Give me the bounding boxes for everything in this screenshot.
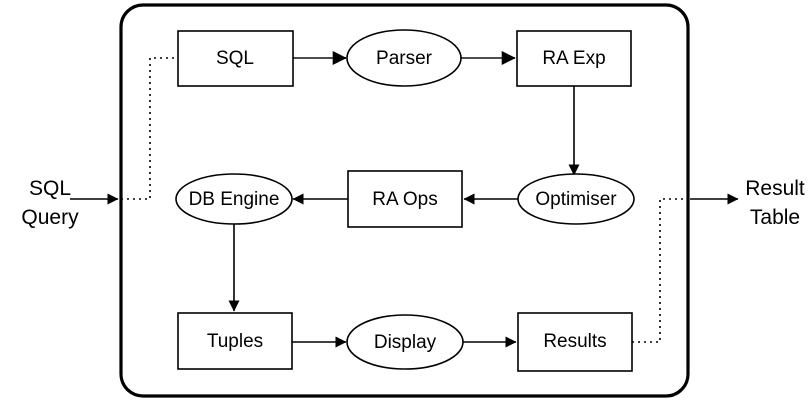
- edge-input-to-sql: [121, 57, 177, 200]
- node-ra-exp-shape: [516, 30, 632, 87]
- node-ra-ops-shape: [347, 170, 463, 228]
- node-parser[interactable]: Parser: [346, 29, 462, 87]
- node-optimiser-label: Optimiser: [535, 189, 617, 210]
- node-ra-ops-label: RA Ops: [372, 189, 437, 210]
- node-parser-shape: [346, 29, 462, 87]
- node-results-label: Results: [543, 331, 606, 352]
- node-sql[interactable]: SQL: [177, 30, 294, 87]
- node-ra-exp[interactable]: RA Exp: [516, 30, 632, 87]
- node-sql-shape: [177, 30, 294, 87]
- node-results-shape: [517, 312, 633, 372]
- node-ra-ops[interactable]: RA Ops: [347, 170, 463, 228]
- node-db-engine[interactable]: DB Engine: [175, 173, 293, 225]
- node-display[interactable]: Display: [346, 314, 464, 370]
- node-display-label: Display: [374, 332, 437, 353]
- node-results[interactable]: Results: [517, 312, 633, 372]
- node-tuples-shape: [177, 312, 293, 370]
- node-ra-exp-label: RA Exp: [542, 48, 605, 69]
- input-label: SQL Query: [21, 177, 79, 229]
- node-tuples[interactable]: Tuples: [177, 312, 293, 370]
- input-label-line2: Query: [21, 206, 79, 229]
- input-label-line1: SQL: [29, 177, 71, 200]
- node-optimiser-shape: [517, 173, 635, 225]
- system-boundary: [119, 3, 690, 398]
- node-tuples-label: Tuples: [207, 331, 263, 352]
- node-db-engine-label: DB Engine: [189, 189, 280, 210]
- node-display-shape: [346, 314, 464, 370]
- output-label-line1: Result: [745, 177, 805, 200]
- node-db-engine-shape: [175, 173, 293, 225]
- node-parser-label: Parser: [376, 48, 433, 69]
- output-label-line2: Table: [750, 206, 800, 229]
- edge-results-to-output: [632, 198, 688, 343]
- output-label: Result Table: [745, 177, 805, 229]
- node-optimiser[interactable]: Optimiser: [517, 173, 635, 225]
- node-sql-label: SQL: [216, 48, 254, 69]
